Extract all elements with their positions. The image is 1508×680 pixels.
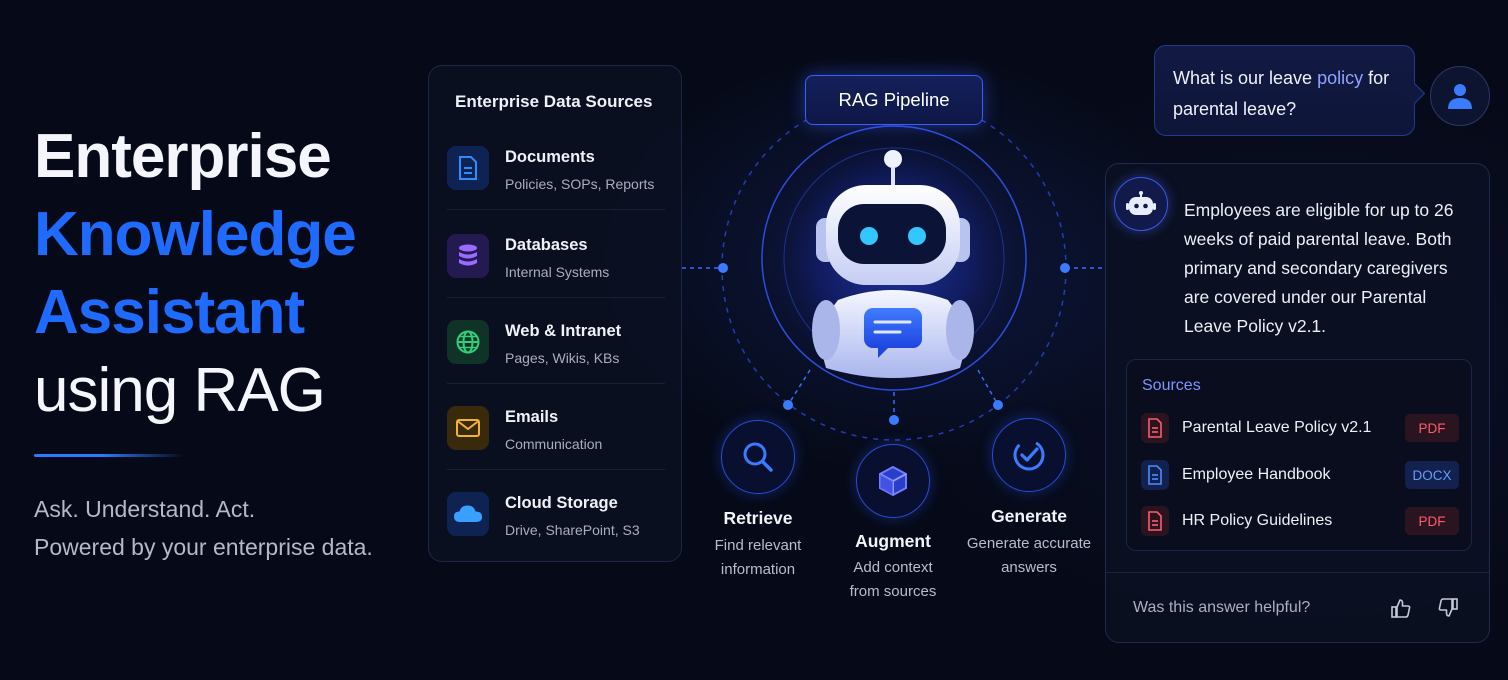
cube-icon[interactable]: [856, 444, 930, 518]
core-glow: [762, 126, 1026, 390]
step-title-retrieve: Retrieve: [723, 508, 793, 528]
step-desc-line: Generate accurate: [966, 535, 1092, 552]
source-sub: Policies, SOPs, Reports: [505, 176, 655, 192]
step-title-augment: Augment: [855, 531, 931, 551]
thumbs-down-icon[interactable]: [1434, 594, 1462, 622]
source-sub: Communication: [505, 436, 603, 452]
answer-sources-box: Sources Parental Leave Policy v2.1 PDF E…: [1126, 359, 1472, 551]
docx-file-icon: [1141, 460, 1169, 490]
check-circle-icon[interactable]: [992, 418, 1066, 492]
doc-type-badge: DOCX: [1405, 461, 1459, 489]
document-icon: [447, 146, 489, 190]
cloud-icon: [447, 492, 489, 536]
source-sub: Internal Systems: [505, 264, 610, 280]
step-desc-augment: Add context from sources: [818, 556, 968, 604]
globe-icon: [447, 320, 489, 364]
hero-line-3: Assistant: [34, 278, 305, 347]
answer-text: Employees are eligible for up to 26 week…: [1184, 200, 1454, 336]
doc-name: Parental Leave Policy v2.1: [1182, 419, 1372, 436]
data-sources-title: Enterprise Data Sources: [455, 92, 653, 111]
magnifier-icon[interactable]: [721, 420, 795, 494]
connector-dot-generate: [993, 400, 1003, 410]
hero-divider: [34, 454, 184, 457]
step-desc-line: answers: [1001, 559, 1057, 576]
step-desc-line: information: [720, 561, 796, 578]
tagline-line-2: Powered by your enterprise data.: [34, 534, 373, 560]
feedback-divider: [1106, 572, 1489, 573]
feedback-question: Was this answer helpful?: [1133, 599, 1311, 616]
thumbs-up-icon[interactable]: [1387, 594, 1415, 622]
step-desc-retrieve: Find relevant information: [683, 534, 833, 582]
question-text-end: for parental leave?: [1173, 68, 1390, 119]
doc-name: Employee Handbook: [1182, 466, 1331, 483]
inner-ring-2: [783, 147, 1005, 369]
doc-type-badge: PDF: [1405, 414, 1459, 442]
step-desc-generate: Generate accurate answers: [954, 532, 1104, 580]
robot-icon: [812, 150, 974, 378]
database-icon: [447, 234, 489, 278]
inner-ring: [761, 125, 1027, 391]
source-name: Web & Intranet: [505, 322, 622, 340]
sources-label: Sources: [1142, 377, 1201, 394]
question-text: What is our leave: [1173, 68, 1318, 88]
hero-line-1: Enterprise: [34, 122, 332, 191]
source-name: Documents: [505, 148, 595, 166]
question-highlight: policy: [1317, 68, 1364, 88]
source-item-cloud[interactable]: Cloud Storage Drive, SharePoint, S3: [447, 482, 665, 556]
connector-dot-retrieve: [783, 400, 793, 410]
data-sources-card: Enterprise Data Sources Documents Polici…: [428, 65, 682, 562]
step-desc-line: from sources: [849, 583, 937, 600]
hero-title: Enterprise Knowledge Assistant using RAG: [34, 118, 414, 430]
pdf-file-icon: [1141, 413, 1169, 443]
source-item-emails[interactable]: Emails Communication: [447, 396, 665, 470]
connector-retrieve: [787, 369, 811, 406]
source-doc-row[interactable]: Employee Handbook DOCX: [1141, 459, 1459, 493]
step-desc-line: Add context: [853, 559, 933, 576]
source-sub: Pages, Wikis, KBs: [505, 350, 620, 366]
user-avatar-icon: [1430, 66, 1490, 126]
pipeline-label: RAG Pipeline: [805, 75, 983, 125]
user-question-bubble: What is our leave policy for parental le…: [1154, 45, 1415, 136]
step-title-generate: Generate: [991, 506, 1067, 526]
step-desc-line: Find relevant: [714, 537, 802, 554]
source-sub: Drive, SharePoint, S3: [505, 522, 640, 538]
tagline-line-1: Ask. Understand. Act.: [34, 496, 256, 522]
hero-line-4: using RAG: [34, 356, 326, 425]
source-name: Cloud Storage: [505, 494, 618, 512]
source-name: Emails: [505, 408, 559, 426]
bot-avatar-icon: [1114, 177, 1168, 231]
connector-dot-augment: [889, 415, 899, 425]
source-item-databases[interactable]: Databases Internal Systems: [447, 224, 665, 298]
doc-type-badge: PDF: [1405, 507, 1459, 535]
hero-line-2: Knowledge: [34, 200, 357, 269]
source-doc-row[interactable]: Parental Leave Policy v2.1 PDF: [1141, 412, 1459, 446]
connector-generate: [977, 369, 999, 406]
connector-dot-left: [718, 263, 728, 273]
mail-icon: [447, 406, 489, 450]
pdf-file-icon: [1141, 506, 1169, 536]
connector-dot-right: [1060, 263, 1070, 273]
source-item-web[interactable]: Web & Intranet Pages, Wikis, KBs: [447, 310, 665, 384]
source-item-documents[interactable]: Documents Policies, SOPs, Reports: [447, 136, 665, 210]
outer-ring: [721, 95, 1067, 441]
source-doc-row[interactable]: HR Policy Guidelines PDF: [1141, 505, 1459, 539]
answer-card: Employees are eligible for up to 26 week…: [1105, 163, 1490, 643]
doc-name: HR Policy Guidelines: [1182, 512, 1333, 529]
tagline: Ask. Understand. Act. Powered by your en…: [34, 490, 424, 566]
source-name: Databases: [505, 236, 588, 254]
